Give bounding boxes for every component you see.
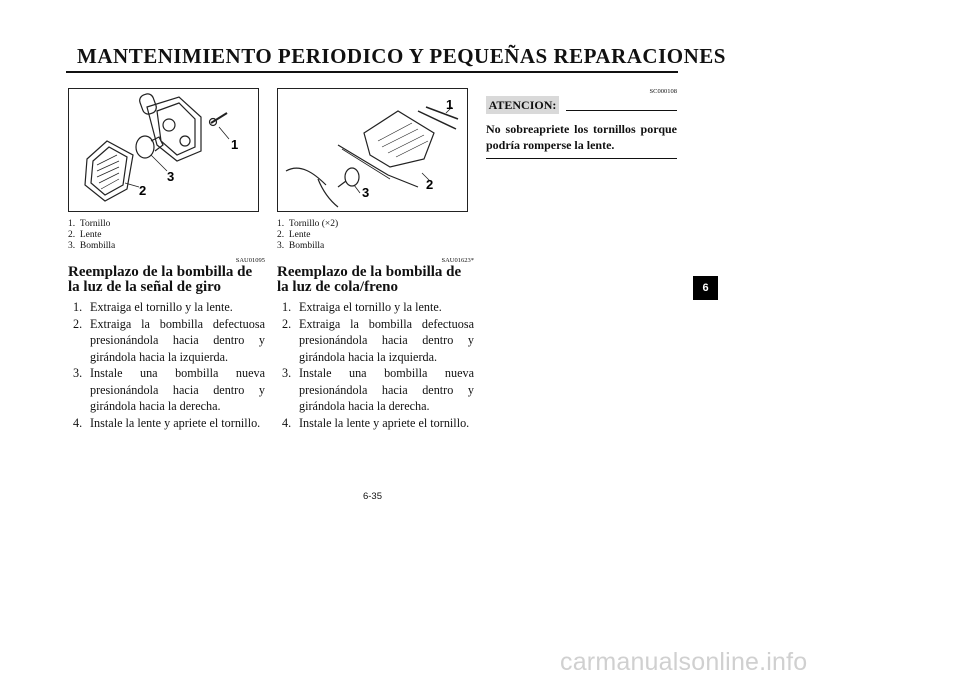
step-text: Extraiga el tornillo y la lente.: [90, 300, 233, 314]
step-text: Instale una bombilla nueva presionándola…: [299, 366, 474, 413]
step-number: 2.: [73, 316, 83, 331]
step-number: 1.: [73, 300, 83, 314]
figure-label-2: 2: [426, 177, 433, 192]
caption-item: 2. Lente: [68, 230, 102, 240]
step-number: 3.: [73, 366, 83, 380]
turn-signal-section: 1 2 3 1. Tornillo 2. Lente 3. Bombilla S…: [68, 88, 265, 431]
step-item: 4. Instale la lente y apriete el tornillo…: [277, 415, 474, 432]
step-number: 4.: [282, 415, 292, 430]
figure-label-1: 1: [231, 137, 238, 152]
step-number: 1.: [282, 300, 292, 314]
step-item: 3. Instale una bombilla nueva presionándo…: [277, 365, 474, 415]
caption-item: 1. Tornillo: [68, 219, 111, 229]
header-rule: [66, 71, 678, 73]
tail-brake-drawing: 1 2 3: [285, 97, 459, 208]
step-text: Instale la lente y apriete el tornillo.: [90, 415, 261, 430]
section-title: Reemplazo de la bombilla de la luz de co…: [277, 264, 462, 295]
step-number: 2.: [282, 316, 292, 331]
section-code: SC000108: [649, 88, 677, 95]
figure-label-2: 2: [139, 183, 146, 198]
tail-brake-section: 1 2 3 1. Tornillo (×2) 2. Lente 3. Bombi…: [277, 88, 474, 431]
tail-brake-illustration: 1 2 3: [277, 88, 468, 212]
step-list: 1. Extraiga el tornillo y la lente. 2. Ext…: [68, 299, 265, 431]
step-item: 2. Extraiga la bombilla defectuosa presio…: [277, 316, 474, 366]
watermark: carmanualsonline.info: [560, 648, 808, 676]
step-text: Extraiga la bombilla defectuosa presioná…: [90, 316, 265, 364]
step-text: Instale la lente y apriete el tornillo.: [299, 415, 470, 430]
attention-header: ATENCION:: [486, 96, 677, 116]
caption-item: 1. Tornillo (×2): [277, 219, 339, 229]
page-header-title: MANTENIMIENTO PERIODICO Y PEQUEÑAS REPAR…: [77, 44, 726, 68]
step-item: 2. Extraiga la bombilla defectuosa presio…: [68, 316, 265, 366]
caption-item: 3. Bombilla: [68, 241, 116, 251]
caption-item: 2. Lente: [277, 230, 311, 240]
section-code: SAU01623*: [441, 257, 474, 264]
figure-label-3: 3: [362, 185, 369, 200]
figure-captions: 1. Tornillo (×2) 2. Lente 3. Bombilla: [277, 219, 474, 252]
step-number: 3.: [282, 366, 292, 380]
step-item: 1. Extraiga el tornillo y la lente.: [68, 299, 265, 316]
attention-text: No sobreapriete los tornillos porque pod…: [486, 122, 677, 152]
figure-label-3: 3: [167, 169, 174, 184]
attention-label: ATENCION:: [486, 96, 559, 114]
section-code: SAU01095: [235, 257, 265, 264]
figure-label-1: 1: [446, 97, 453, 112]
section-title: Reemplazo de la bombilla de la luz de la…: [68, 264, 253, 295]
turn-signal-drawing: 1 2 3: [84, 93, 238, 202]
page-number: 6-35: [362, 491, 382, 502]
attention-rule: [566, 110, 677, 111]
step-item: 1. Extraiga el tornillo y la lente.: [277, 299, 474, 316]
step-text: Instale una bombilla nueva presionándola…: [90, 366, 265, 413]
caption-item: 3. Bombilla: [277, 241, 325, 251]
step-number: 4.: [73, 415, 83, 430]
step-item: 3. Instale una bombilla nueva presionándo…: [68, 365, 265, 415]
figure-captions: 1. Tornillo 2. Lente 3. Bombilla: [68, 219, 265, 252]
attention-section: SC000108 ATENCION: No sobreapriete los t…: [486, 88, 677, 159]
turn-signal-illustration: 1 2 3: [68, 88, 259, 212]
attention-bottom-rule: [486, 158, 677, 159]
section-tab: 6: [693, 276, 718, 300]
step-item: 4. Instale la lente y apriete el tornillo…: [68, 415, 265, 432]
step-text: Extraiga la bombilla defectuosa presioná…: [299, 316, 474, 364]
step-text: Extraiga el tornillo y la lente.: [299, 300, 442, 314]
step-list: 1. Extraiga el tornillo y la lente. 2. Ext…: [277, 299, 474, 431]
